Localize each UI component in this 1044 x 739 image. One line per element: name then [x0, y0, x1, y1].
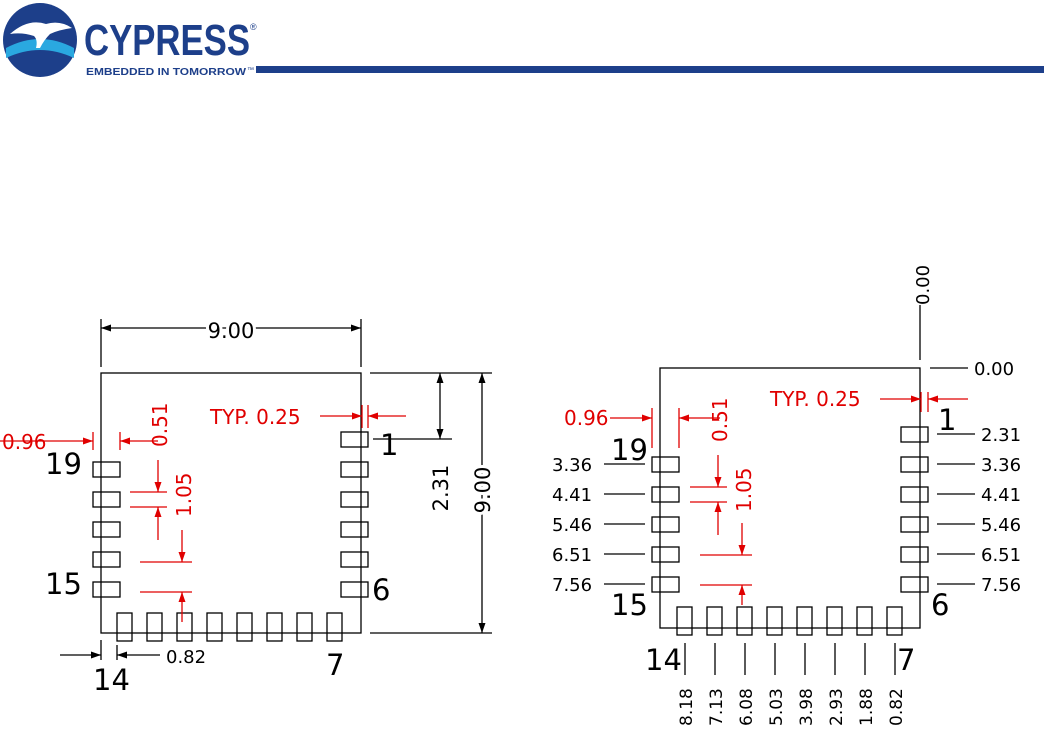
left-pin-label-7: 7 [326, 648, 344, 682]
right-coord-left-1: 3.36 [552, 455, 592, 476]
right-coord-left-4: 6.51 [552, 545, 592, 566]
right-pad-19 [652, 457, 679, 472]
right-coord-right-3: 4.41 [981, 485, 1021, 506]
right-pad-1 [901, 427, 928, 442]
left-pin-label-15: 15 [45, 567, 82, 601]
right-pad-2 [901, 457, 928, 472]
left-width-dim: 9.00 [208, 319, 255, 343]
left-view [60, 319, 492, 660]
left-pad-width-dim: 0.51 [148, 402, 172, 447]
right-coord-bottom-4: 5.03 [767, 688, 787, 726]
right-pad-6 [901, 577, 928, 592]
left-pad-14 [117, 613, 132, 641]
left-pad-6 [341, 582, 368, 597]
right-pad-5 [901, 547, 928, 562]
right-pin-label-7: 7 [897, 643, 915, 677]
right-pad-7 [887, 607, 902, 635]
right-pad-4 [901, 517, 928, 532]
left-pin-label-14: 14 [93, 663, 130, 697]
right-pad-14 [677, 607, 692, 635]
right-coord-bottom-2: 7.13 [707, 688, 727, 726]
right-pad-18 [652, 487, 679, 502]
left-pad-9 [267, 613, 282, 641]
left-typ-note: TYP. 0.25 [209, 405, 301, 429]
right-pin-label-6: 6 [931, 588, 949, 622]
left-pad-2 [341, 462, 368, 477]
right-pad-10 [797, 607, 812, 635]
left-pad-7 [327, 613, 342, 641]
right-coord-bottom-5: 3.98 [797, 688, 817, 726]
left-pad-19 [93, 462, 120, 477]
right-coord-bottom-3: 6.08 [737, 688, 757, 726]
right-coord-right-6: 7.56 [981, 575, 1021, 596]
right-pin-label-15: 15 [611, 588, 648, 622]
right-pad-15 [652, 577, 679, 592]
left-pad-17 [93, 522, 120, 537]
right-view [604, 305, 975, 675]
left-bottom-offset-dim: 0.82 [166, 647, 206, 668]
right-pin-label-1: 1 [938, 403, 956, 437]
right-pad-length-dim: 0.96 [564, 406, 609, 430]
left-pad-5 [341, 552, 368, 567]
left-pitch-dim: 1.05 [172, 472, 196, 517]
right-pad-16 [652, 547, 679, 562]
left-pad-15 [93, 582, 120, 597]
right-pad-width-dim: 0.51 [708, 397, 732, 442]
left-pad-16 [93, 552, 120, 567]
right-typ-note: TYP. 0.25 [769, 387, 861, 411]
left-pad-12 [177, 613, 192, 641]
right-coord-bottom-6: 2.93 [827, 688, 847, 726]
right-coord-bottom-7: 1.88 [857, 688, 877, 726]
left-pad-18 [93, 492, 120, 507]
right-coord-left-3: 5.46 [552, 515, 592, 536]
left-pad-11 [207, 613, 222, 641]
left-pin-label-6: 6 [372, 573, 390, 607]
right-coord-bottom-1: 8.18 [677, 688, 697, 726]
left-pad-13 [147, 613, 162, 641]
right-pad-17 [652, 517, 679, 532]
left-pin-label-19: 19 [45, 447, 82, 481]
right-pad-3 [901, 487, 928, 502]
right-coord-right-2: 3.36 [981, 455, 1021, 476]
left-pad-4 [341, 522, 368, 537]
right-pad-11 [767, 607, 782, 635]
right-view-annotations [610, 392, 968, 605]
left-pad-1 [341, 432, 368, 447]
right-pad-8 [857, 607, 872, 635]
right-pad-12 [737, 607, 752, 635]
left-pad-8 [297, 613, 312, 641]
right-coord-left-5: 7.56 [552, 575, 592, 596]
left-pin-label-1: 1 [380, 428, 398, 462]
left-height-dim: 9.00 [471, 467, 495, 514]
left-pad-3 [341, 492, 368, 507]
right-coord-left-2: 4.41 [552, 485, 592, 506]
right-pin-label-14: 14 [645, 643, 682, 677]
left-view-text: 9.00 9.00 2.31 0.82 0.96 TYP. 0.25 0.51 … [2, 319, 495, 697]
left-pin1-offset-dim: 2.31 [429, 465, 453, 512]
right-coord-right-5: 6.51 [981, 545, 1021, 566]
right-pitch-dim: 1.05 [732, 467, 756, 512]
left-pad-length-dim: 0.96 [2, 430, 47, 454]
right-pad-9 [827, 607, 842, 635]
right-pin-label-19: 19 [611, 433, 648, 467]
right-coord-right-1: 2.31 [981, 425, 1021, 446]
left-pad-10 [237, 613, 252, 641]
right-coord-right-4: 5.46 [981, 515, 1021, 536]
right-pad-13 [707, 607, 722, 635]
right-coord-bottom-8: 0.82 [887, 688, 907, 726]
right-view-text: 0.00 0.00 0.96 TYP. 0.25 0.51 1.05 2.31 … [552, 265, 1021, 726]
right-origin-y: 0.00 [974, 359, 1014, 380]
right-origin-x: 0.00 [913, 265, 934, 305]
